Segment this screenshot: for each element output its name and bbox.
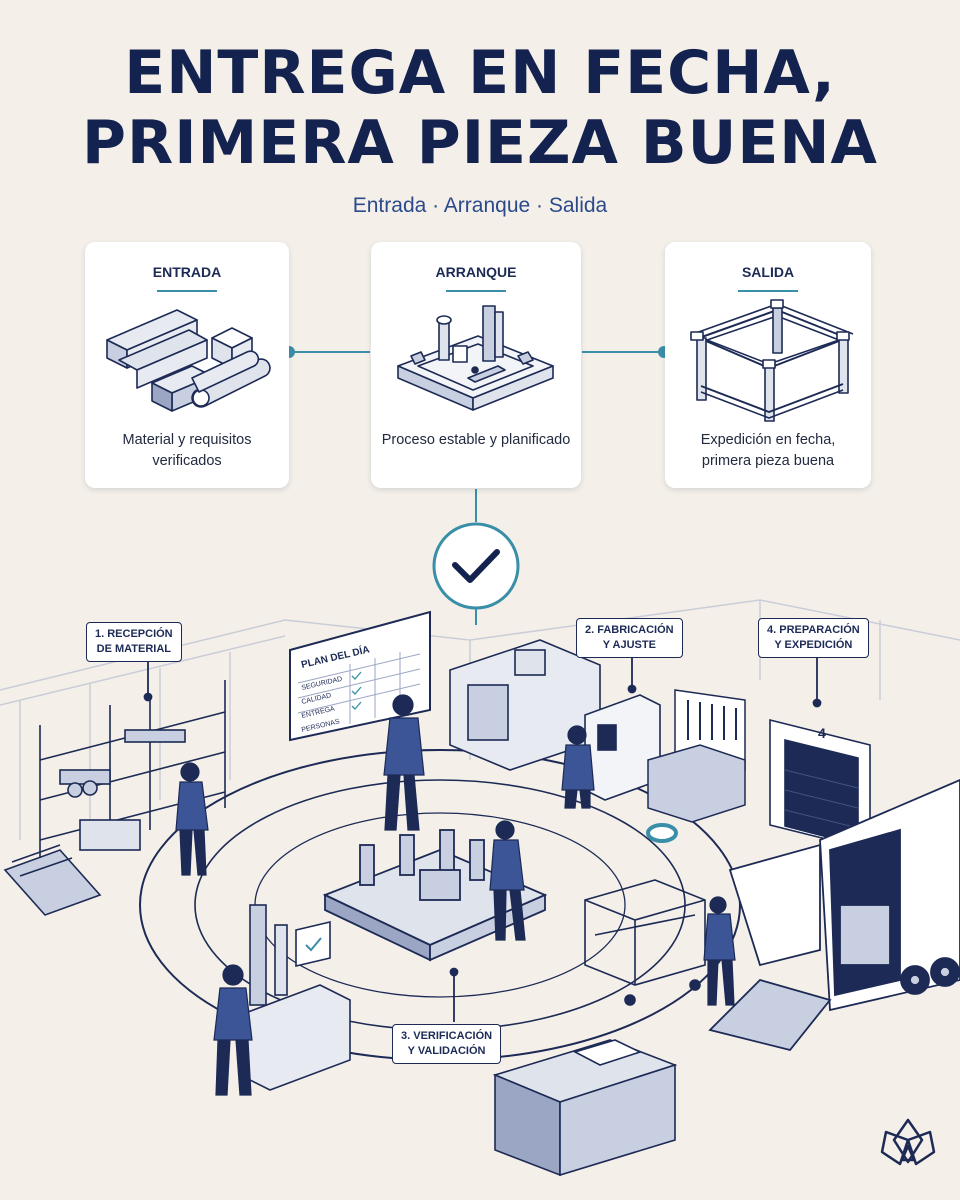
worker-cnc	[561, 725, 595, 809]
flower-logo-icon	[880, 1118, 936, 1166]
cnc-machine	[449, 639, 661, 801]
worker-fixture	[489, 820, 526, 941]
dock-number: 4	[818, 725, 826, 741]
worker-receiving	[175, 762, 209, 876]
center-check-badge	[432, 522, 520, 625]
worker-cart	[703, 896, 736, 1006]
title-line-1: ENTREGA EN FECHA,	[124, 38, 836, 108]
card-entrada-rule	[157, 290, 217, 292]
transport-cart	[584, 879, 706, 1006]
worker-measuring	[213, 964, 253, 1096]
title-line-2: PRIMERA PIEZA BUENA	[82, 108, 878, 178]
card-salida-rule	[738, 290, 798, 292]
card-entrada-title: ENTRADA	[152, 264, 222, 280]
card-salida: SALIDA Expedición en fecha, primera piez…	[665, 242, 871, 488]
card-entrada: ENTRADA Material y requisitos verificado…	[85, 242, 289, 488]
check-icon	[452, 549, 500, 583]
page-title: ENTREGA EN FECHA, PRIMERA PIEZA BUENA	[0, 38, 960, 178]
label-pins	[143, 658, 822, 1022]
page-subtitle: Entrada · Arranque · Salida	[352, 194, 608, 217]
finished-frame-icon	[690, 299, 854, 422]
card-arranque: ARRANQUE Proceso estable y planificado	[371, 242, 581, 488]
card-salida-text: Expedición en fecha, primera pieza buena	[700, 432, 836, 469]
workers	[175, 694, 736, 1096]
board-check-icon	[351, 671, 362, 710]
material-shelves	[3, 680, 226, 916]
front-workbench	[492, 1039, 678, 1177]
raw-material-icon	[106, 309, 271, 412]
card-salida-title: SALIDA	[741, 264, 795, 280]
tool-board	[647, 689, 746, 823]
truck	[708, 779, 960, 1052]
measuring-station	[239, 904, 351, 1091]
card-arranque-text: Proceso estable y planificado	[381, 432, 571, 448]
station-label-4: 4. PREPARACIÓN Y EXPEDICIÓN	[758, 618, 869, 658]
card-entrada-text: Material y requisitos verificados	[122, 432, 252, 469]
card-arranque-rule	[446, 290, 506, 292]
station-label-1: 1. RECEPCIÓN DE MATERIAL	[86, 622, 182, 662]
ring-marker	[646, 823, 678, 843]
loading-dock: 4	[769, 718, 871, 852]
monitor-check-icon	[305, 937, 322, 952]
card-arranque-title: ARRANQUE	[435, 264, 517, 280]
fixture-setup-icon	[397, 305, 554, 411]
worker-planning	[383, 694, 425, 831]
station-label-2: 2. FABRICACIÓN Y AJUSTE	[576, 618, 683, 658]
station-label-3: 3. VERIFICACIÓN Y VALIDACIÓN	[392, 1024, 502, 1064]
